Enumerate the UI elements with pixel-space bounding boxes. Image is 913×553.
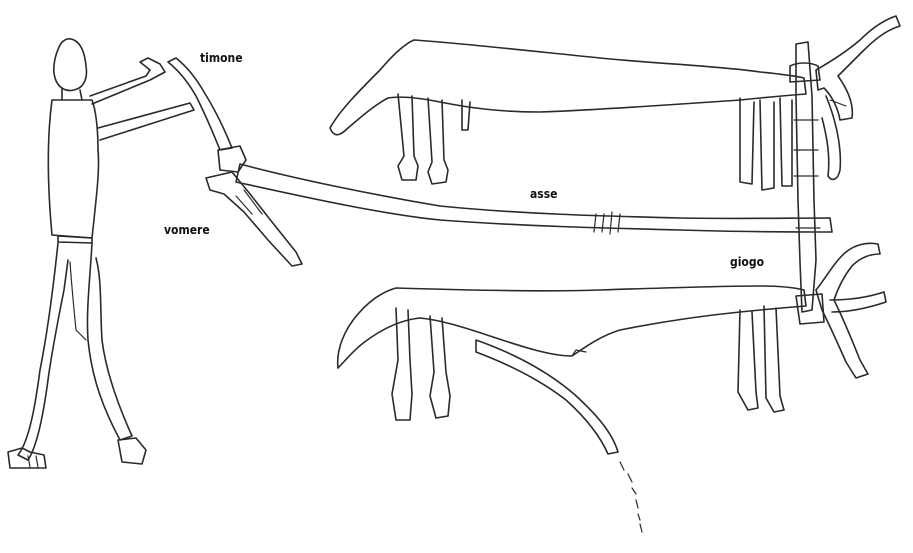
- upper-ox: [330, 16, 900, 190]
- upper-ox-muzzle-line: [830, 100, 846, 106]
- plowman-upper-arm: [90, 58, 165, 104]
- plow: [168, 58, 832, 266]
- upper-ox-body: [330, 40, 806, 135]
- upper-ox-hind-leg-2: [428, 98, 448, 184]
- yoke-bar: [796, 42, 816, 312]
- plow-central-block: [218, 146, 246, 172]
- plowman-figure: [8, 39, 194, 468]
- yoke-lower-cap: [796, 294, 824, 324]
- plowman-right-leg: [87, 243, 132, 440]
- label-giogo: giogo: [730, 255, 764, 269]
- upper-ox-front-leg-2: [760, 100, 774, 190]
- lower-ox: [338, 243, 886, 420]
- upper-ox-front-leg-3: [780, 98, 792, 186]
- plowman-left-leg: [18, 243, 68, 460]
- plow-handle-timone: [168, 58, 232, 150]
- plowman-lower-arm: [98, 103, 194, 140]
- upper-ox-front-leg-1: [740, 98, 754, 184]
- plowman-right-foot: [118, 438, 146, 464]
- plowman-left-foot: [8, 448, 46, 468]
- plowman-torso: [48, 100, 98, 238]
- lower-ox-front-leg-2: [764, 306, 784, 412]
- yoke-giogo: [790, 42, 824, 324]
- plowman-leg-gap: [70, 262, 86, 340]
- lower-ox-hind-leg-2: [430, 316, 450, 418]
- label-timone: timone: [200, 51, 243, 65]
- upper-ox-hind-leg-1: [398, 94, 418, 180]
- plowman-head: [54, 39, 87, 91]
- upper-ox-tail: [462, 100, 470, 130]
- label-asse: asse: [530, 187, 557, 201]
- furrow-dots: [620, 462, 642, 532]
- label-vomere: vomere: [164, 223, 210, 237]
- furrow-line: [476, 340, 618, 454]
- lower-ox-front-leg-1: [738, 310, 758, 410]
- plowman-belt: [58, 236, 92, 243]
- furrow-trace: [476, 340, 642, 532]
